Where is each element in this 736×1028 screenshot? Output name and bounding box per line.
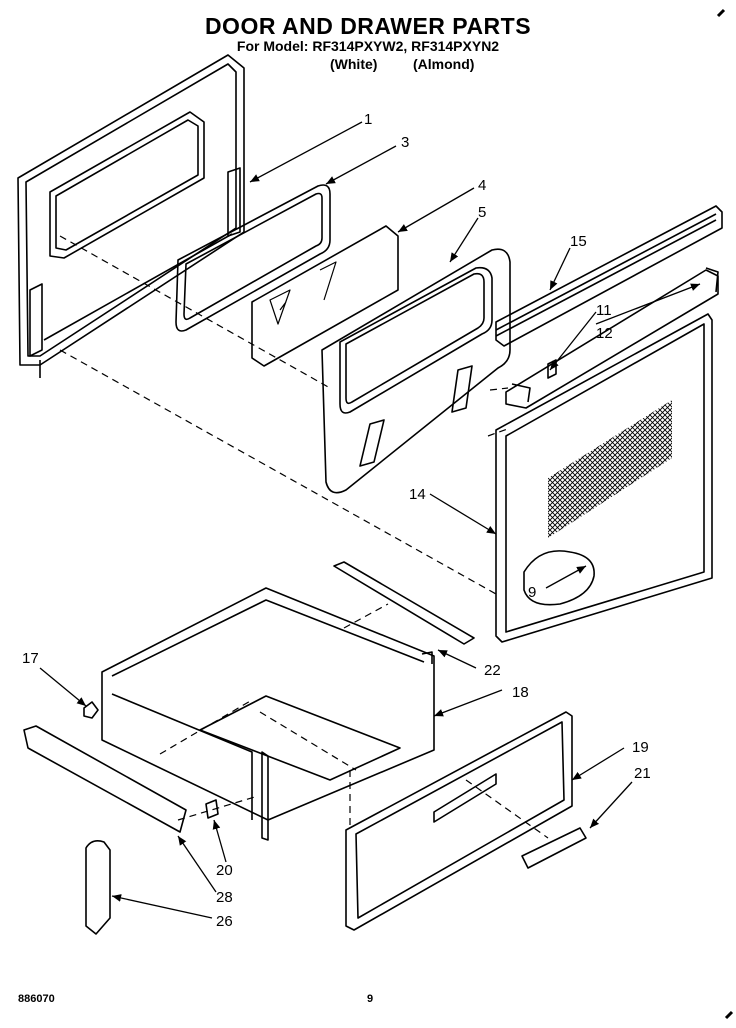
callout-22: 22 [484,662,501,679]
callout-5: 5 [478,204,486,221]
callout-4: 4 [478,177,486,194]
page-number: 9 [367,993,374,1005]
vent-trim [495,205,723,347]
hinge-bracket [505,267,719,409]
callout-18: 18 [512,684,529,701]
callout-26: 26 [216,913,233,930]
color-label-white: (White) [330,56,378,72]
door-glass [251,225,399,367]
part-code: 886070 [18,993,55,1005]
drawer-glide [205,799,219,819]
callout-11: 11 [596,302,612,319]
side-end-cap [85,840,111,935]
callout-leaders [39,121,701,919]
callout-15: 15 [570,233,587,250]
callout-12: 12 [596,325,613,342]
callout-21: 21 [634,765,651,782]
callout-14: 14 [409,486,426,503]
callout-9: 9 [528,584,536,601]
drawer-handle [521,827,587,869]
drawer-bracket [83,701,99,719]
alignment-lines [59,235,549,839]
color-label-almond: (Almond) [413,56,475,72]
drawer-front-panel [345,711,573,931]
page-title: DOOR AND DRAWER PARTS [204,13,532,39]
inner-door-liner [321,248,511,494]
model-line: For Model: RF314PXYW2, RF314PXYN2 [236,38,500,54]
callout-1: 1 [364,111,372,128]
door-gasket [175,184,331,332]
callout-17: 17 [22,650,39,667]
corner-marks [716,8,734,1020]
callout-20: 20 [216,862,233,879]
drawer-support [23,725,187,833]
outer-door-panel [17,54,245,378]
callout-19: 19 [632,739,649,756]
drawer-rail [333,561,475,645]
callout-3: 3 [401,134,409,151]
oven-front-panel [495,313,713,643]
drawer-body [101,587,435,841]
callout-numbers: 1 3 4 5 15 11 12 14 9 17 22 18 19 21 20 … [22,111,651,930]
callout-28: 28 [216,889,233,906]
